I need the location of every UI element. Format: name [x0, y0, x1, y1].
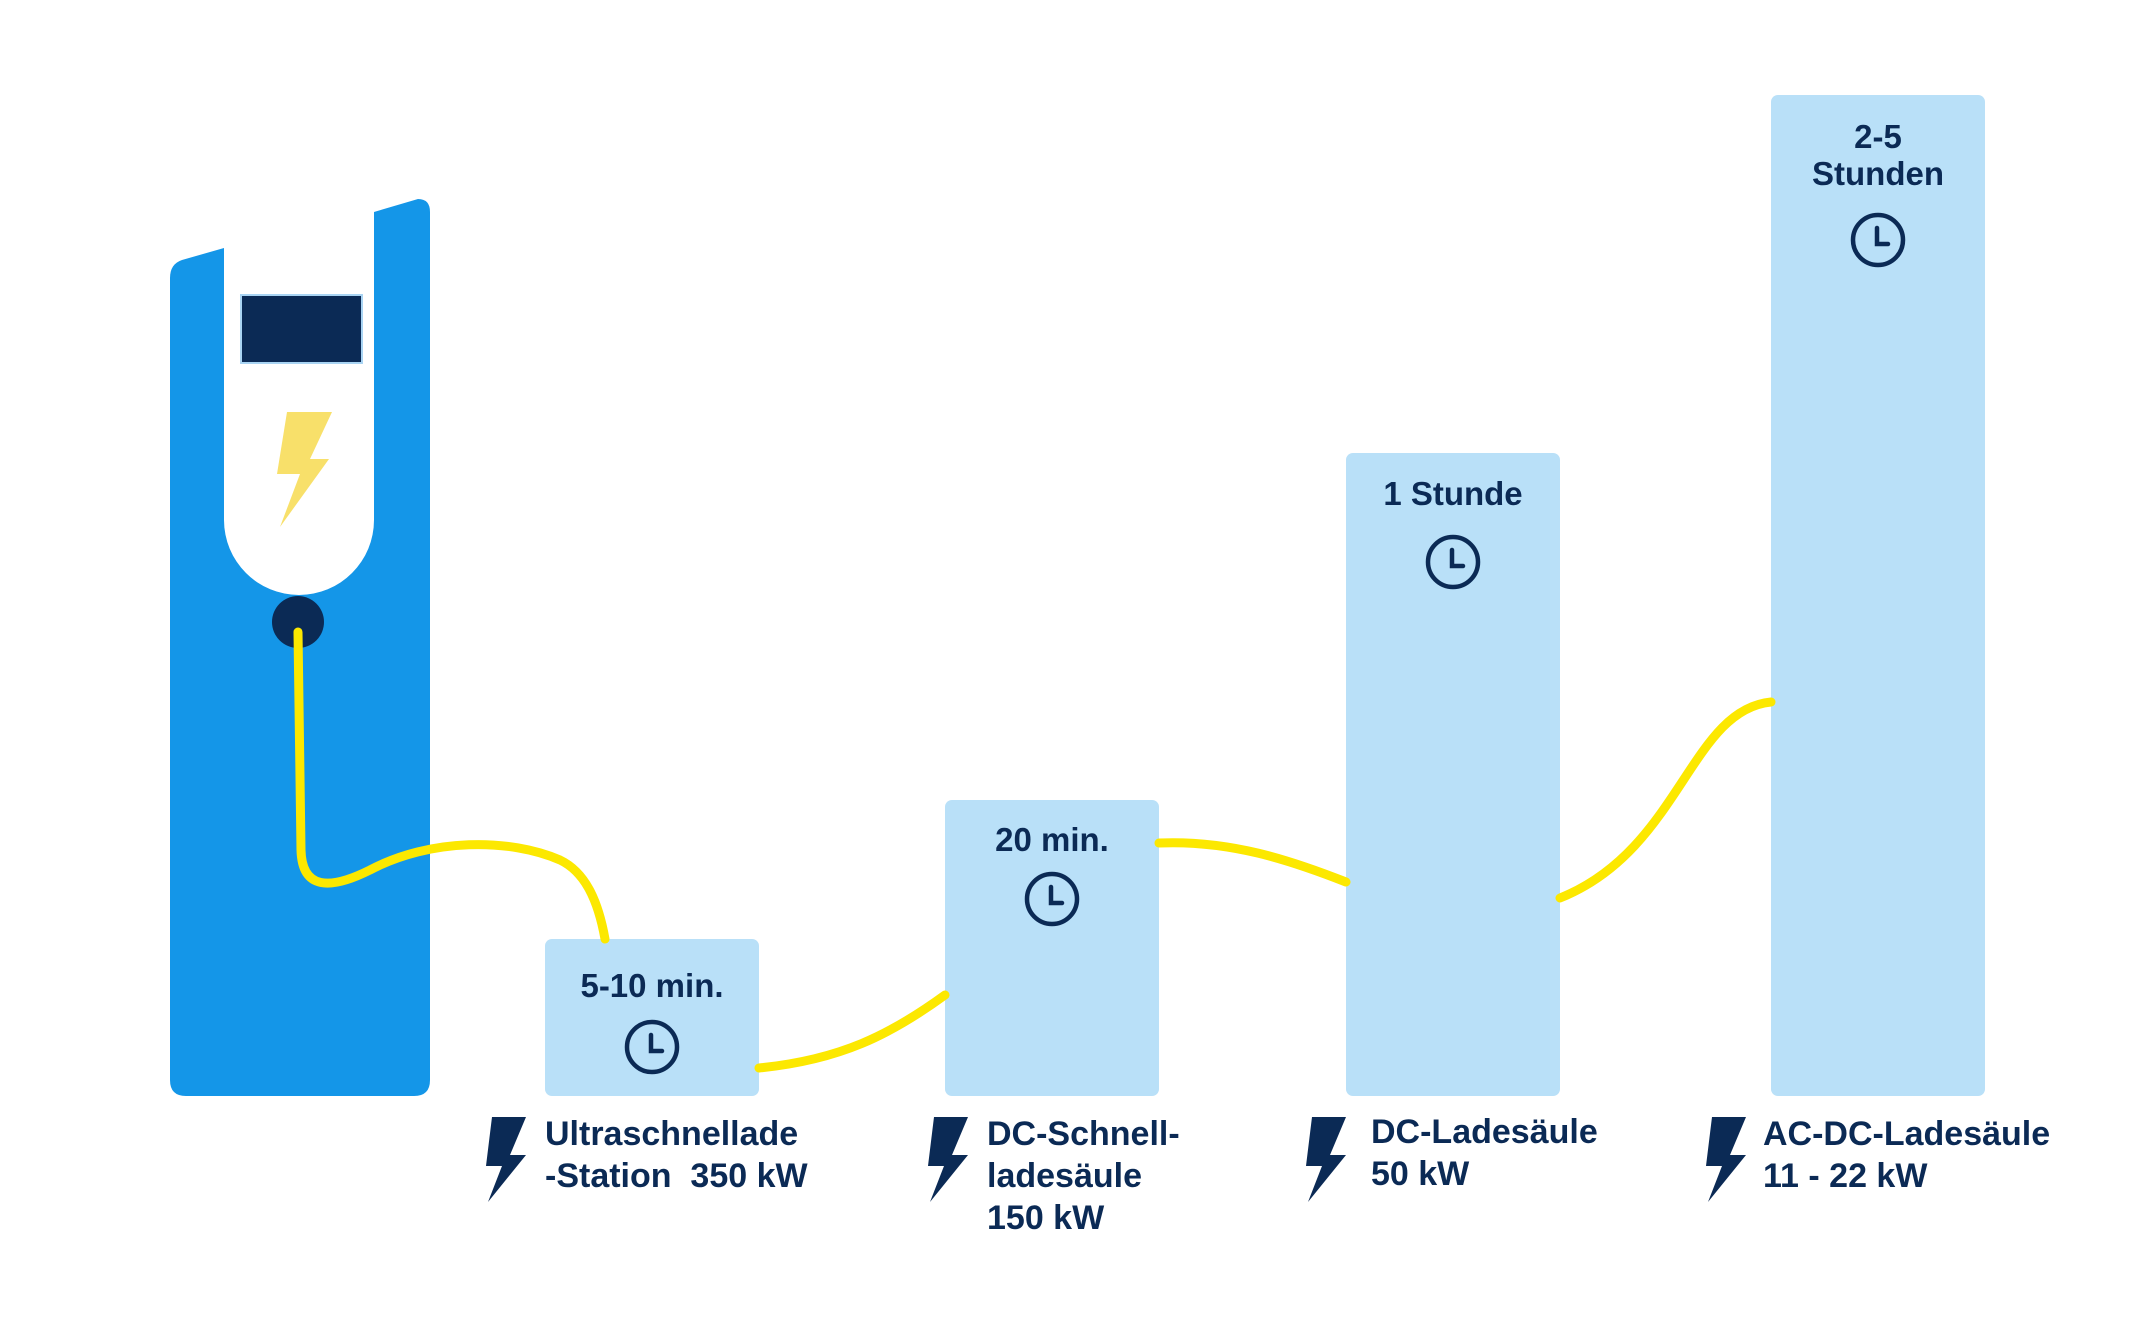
station-label-4-line-1: AC-DC-Ladesäule: [1763, 1115, 2050, 1153]
lightning-bolt-icon: [277, 412, 332, 527]
time-labels: 5-10 min. 20 min. 1 Stunde 2-5 Stunden: [580, 118, 1944, 1004]
lightning-bolt-icon: [1706, 1117, 1746, 1202]
station-labels: Ultraschnellade -Station 350 kW DC-Schne…: [545, 1113, 2050, 1237]
cable-segment-3-4: [1555, 697, 1776, 903]
station-label-2-line-2: ladesäule: [987, 1157, 1142, 1195]
station-label-1-line-2: -Station 350 kW: [545, 1157, 809, 1195]
clock-icon: [1024, 871, 1080, 927]
cable-from-socket: [293, 627, 610, 944]
time-label-station-1: 5-10 min.: [580, 967, 723, 1004]
bars: [545, 95, 1985, 1096]
time-label-station-3: 1 Stunde: [1383, 475, 1522, 512]
station-label-3-line-2: 50 kW: [1371, 1155, 1470, 1193]
station-label-2-line-3: 150 kW: [987, 1199, 1105, 1237]
time-label-station-4-line-2: Stunden: [1812, 155, 1944, 192]
charging-socket: [272, 596, 324, 648]
charging-cable: [293, 627, 1776, 1073]
cable-segment-1-2: [754, 990, 950, 1073]
lightning-bolt-icon: [1306, 1117, 1346, 1202]
time-label-station-2: 20 min.: [995, 821, 1109, 858]
clock-icon: [1850, 212, 1906, 268]
lightning-bolt-icon: [928, 1117, 968, 1202]
station-label-2-line-1: DC-Schnell-: [987, 1115, 1180, 1153]
lightning-bolt-icon: [486, 1117, 526, 1202]
clocks: [624, 212, 1906, 1075]
station-label-4-line-2: 11 - 22 kW: [1763, 1157, 1928, 1195]
clock-icon: [1425, 534, 1481, 590]
bar-station-2: [945, 800, 1159, 1096]
station-label-1-line-1: Ultraschnellade: [545, 1115, 798, 1153]
station-label-3-line-1: DC-Ladesäule: [1371, 1113, 1598, 1151]
clock-icon: [624, 1019, 680, 1075]
time-label-station-4-line-1: 2-5: [1854, 118, 1902, 155]
bar-station-3: [1346, 453, 1560, 1096]
bar-station-4: [1771, 95, 1985, 1096]
display-screen: [240, 294, 363, 364]
bar-station-1: [545, 939, 759, 1096]
station-bolts: [486, 1117, 1746, 1202]
cable-segment-2-3: [1154, 838, 1351, 887]
